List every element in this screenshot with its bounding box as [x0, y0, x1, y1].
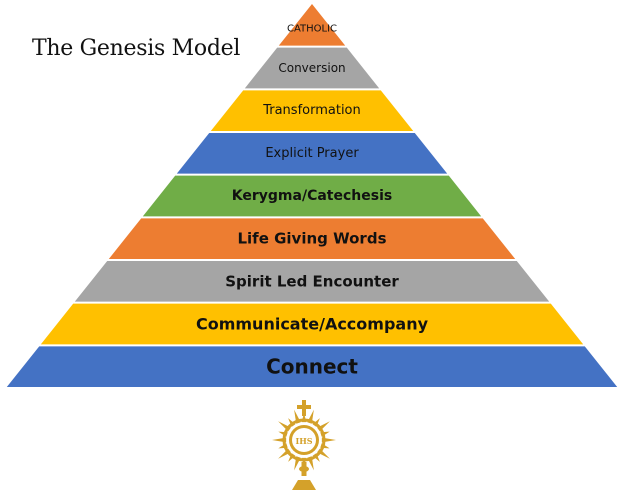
tier-7	[74, 261, 550, 302]
tier-label-1: CATHOLIC	[287, 23, 337, 34]
tier-1	[278, 4, 346, 46]
tier-label-3: Transformation	[262, 103, 361, 118]
tier-label-7: Spirit Led Encounter	[225, 272, 399, 290]
tier-6	[108, 218, 516, 259]
tier-2	[244, 47, 380, 89]
diagram-title: The Genesis Model	[32, 36, 241, 61]
tier-label-2: Conversion	[278, 61, 345, 75]
tier-5	[142, 175, 482, 217]
tier-label-9: Connect	[266, 355, 358, 379]
tier-9	[6, 346, 618, 387]
tier-4	[176, 133, 448, 174]
emblem-ihs-text: IHS	[295, 436, 312, 446]
tier-label-8: Communicate/Accompany	[196, 315, 429, 334]
tier-label-4: Explicit Prayer	[265, 146, 359, 161]
monstrance-ihs-icon: IHS	[272, 400, 336, 490]
tier-8	[40, 303, 584, 345]
tier-label-6: Life Giving Words	[237, 230, 386, 248]
tier-label-5: Kerygma/Catechesis	[232, 188, 392, 204]
tier-3	[210, 90, 414, 131]
